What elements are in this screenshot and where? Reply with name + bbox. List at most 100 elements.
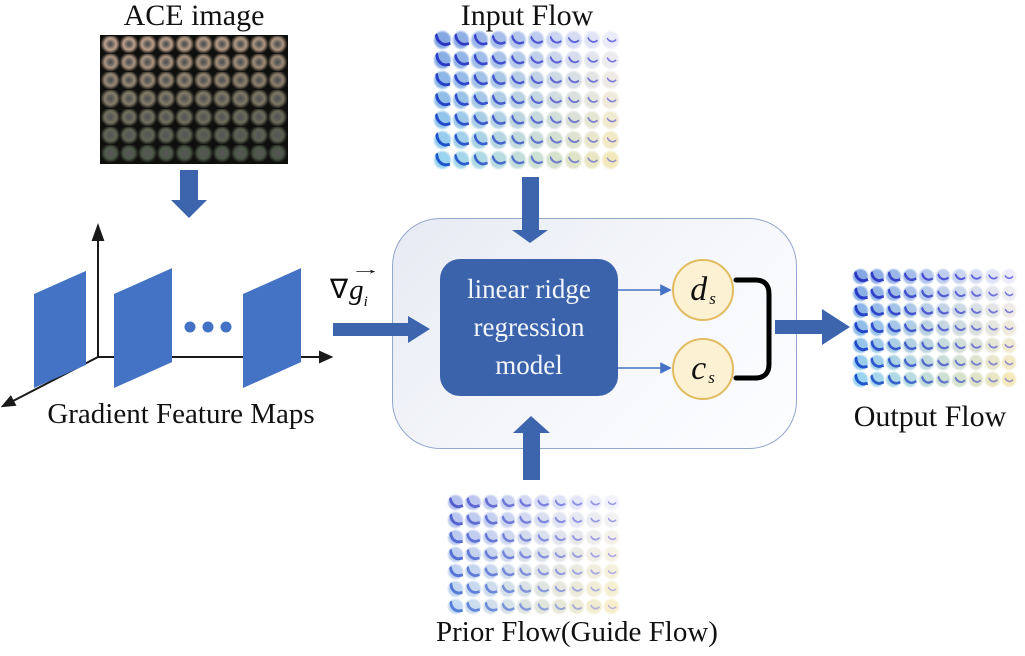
flow-stroke-icon	[536, 548, 549, 561]
ace-lenslet	[249, 126, 269, 145]
flow-glyph	[498, 528, 517, 546]
flow-glyph	[601, 50, 620, 70]
flow-glyph	[526, 70, 546, 90]
flow-stroke-icon	[887, 303, 901, 318]
flow-glyph	[934, 353, 951, 371]
flow-glyph	[451, 50, 471, 70]
ace-lenslet	[175, 90, 194, 109]
flow-stroke-icon	[536, 582, 549, 596]
flow-glyph	[464, 580, 482, 598]
flow-stroke-icon	[536, 513, 549, 527]
flow-stroke-icon	[970, 322, 982, 334]
flow-stroke-icon	[567, 113, 580, 126]
flow-glyph	[852, 302, 869, 320]
flow-glyph	[568, 494, 586, 512]
flow-stroke-icon	[987, 339, 998, 351]
flow-stroke-icon	[518, 599, 532, 613]
flow-stroke-icon	[571, 583, 583, 595]
flow-stroke-icon	[1004, 271, 1014, 282]
flow-glyph	[507, 30, 527, 50]
y-axis-arrowhead-icon	[91, 223, 105, 241]
flow-glyph	[470, 50, 490, 70]
flow-stroke-icon	[466, 512, 481, 528]
ace-lenslet	[156, 72, 176, 91]
ace-lenslet	[268, 126, 287, 145]
flow-stroke-icon	[607, 601, 617, 612]
flow-glyph	[601, 90, 620, 110]
input-flow-figure	[433, 30, 620, 170]
flow-stroke-icon	[536, 600, 549, 613]
flow-glyph	[545, 110, 564, 130]
flow-glyph	[967, 319, 984, 337]
flow-glyph	[447, 563, 465, 581]
ace-lenslet	[194, 144, 213, 163]
flow-glyph	[568, 597, 586, 615]
flow-stroke-icon	[448, 546, 464, 563]
flow-stroke-icon	[920, 287, 933, 301]
flow-stroke-icon	[453, 131, 470, 149]
flow-glyph	[433, 90, 452, 110]
flow-glyph	[451, 70, 471, 90]
flow-stroke-icon	[937, 321, 950, 335]
flow-glyph	[545, 90, 564, 110]
flow-stroke-icon	[501, 547, 515, 562]
flow-glyph	[1000, 370, 1017, 388]
flow-glyph	[1000, 336, 1017, 354]
flow-glyph	[498, 511, 517, 529]
flow-glyph	[901, 336, 918, 354]
flow-stroke-icon	[466, 581, 481, 597]
ace-lenslet	[249, 72, 269, 91]
ace-to-maps-arrow-icon	[171, 170, 207, 218]
flow-glyph	[934, 370, 951, 388]
flow-glyph	[507, 130, 527, 150]
flow-glyph	[885, 370, 902, 388]
flow-stroke-icon	[586, 113, 598, 126]
flow-glyph	[498, 597, 517, 615]
flow-glyph	[885, 302, 902, 320]
flow-stroke-icon	[937, 338, 950, 352]
ace-lenslet	[194, 90, 213, 109]
flow-glyph	[852, 319, 869, 337]
ace-lenslet	[249, 54, 269, 73]
flow-stroke-icon	[1004, 288, 1014, 299]
flow-glyph	[550, 528, 569, 546]
flow-glyph	[585, 528, 603, 546]
flow-glyph	[516, 545, 534, 564]
flow-stroke-icon	[483, 547, 498, 562]
ace-lenslet	[268, 90, 287, 109]
flow-stroke-icon	[970, 288, 982, 300]
flow-glyph	[489, 50, 508, 70]
flow-stroke-icon	[448, 529, 464, 545]
ace-lenslet	[249, 108, 269, 127]
ace-lenslet	[249, 144, 269, 163]
flow-glyph	[918, 302, 935, 320]
flow-glyph	[568, 545, 586, 564]
ace-lenslet	[119, 90, 139, 109]
flow-glyph	[563, 70, 583, 90]
flow-stroke-icon	[518, 513, 532, 527]
flow-glyph	[852, 268, 869, 286]
flow-glyph	[934, 336, 951, 354]
flow-glyph	[582, 70, 602, 90]
flow-stroke-icon	[1004, 340, 1014, 350]
flow-stroke-icon	[466, 598, 481, 614]
ace-lenslet	[249, 90, 269, 109]
flow-glyph	[582, 30, 602, 50]
flow-stroke-icon	[903, 304, 917, 318]
ace-lenslet	[156, 144, 176, 163]
flow-glyph	[602, 511, 620, 529]
model-box-line: linear ridge	[467, 274, 591, 304]
flow-stroke-icon	[567, 133, 580, 146]
flow-stroke-icon	[567, 153, 580, 166]
flow-stroke-icon	[903, 321, 917, 335]
ace-lenslet	[138, 54, 157, 73]
flow-stroke-icon	[607, 515, 617, 525]
flow-glyph	[464, 528, 482, 546]
flow-stroke-icon	[501, 564, 515, 579]
flow-glyph	[934, 319, 951, 337]
ace-lenslet	[231, 90, 250, 109]
flow-stroke-icon	[571, 600, 583, 612]
ellipsis-dot	[220, 321, 232, 333]
flow-stroke-icon	[607, 532, 617, 542]
flow-glyph	[868, 302, 885, 320]
